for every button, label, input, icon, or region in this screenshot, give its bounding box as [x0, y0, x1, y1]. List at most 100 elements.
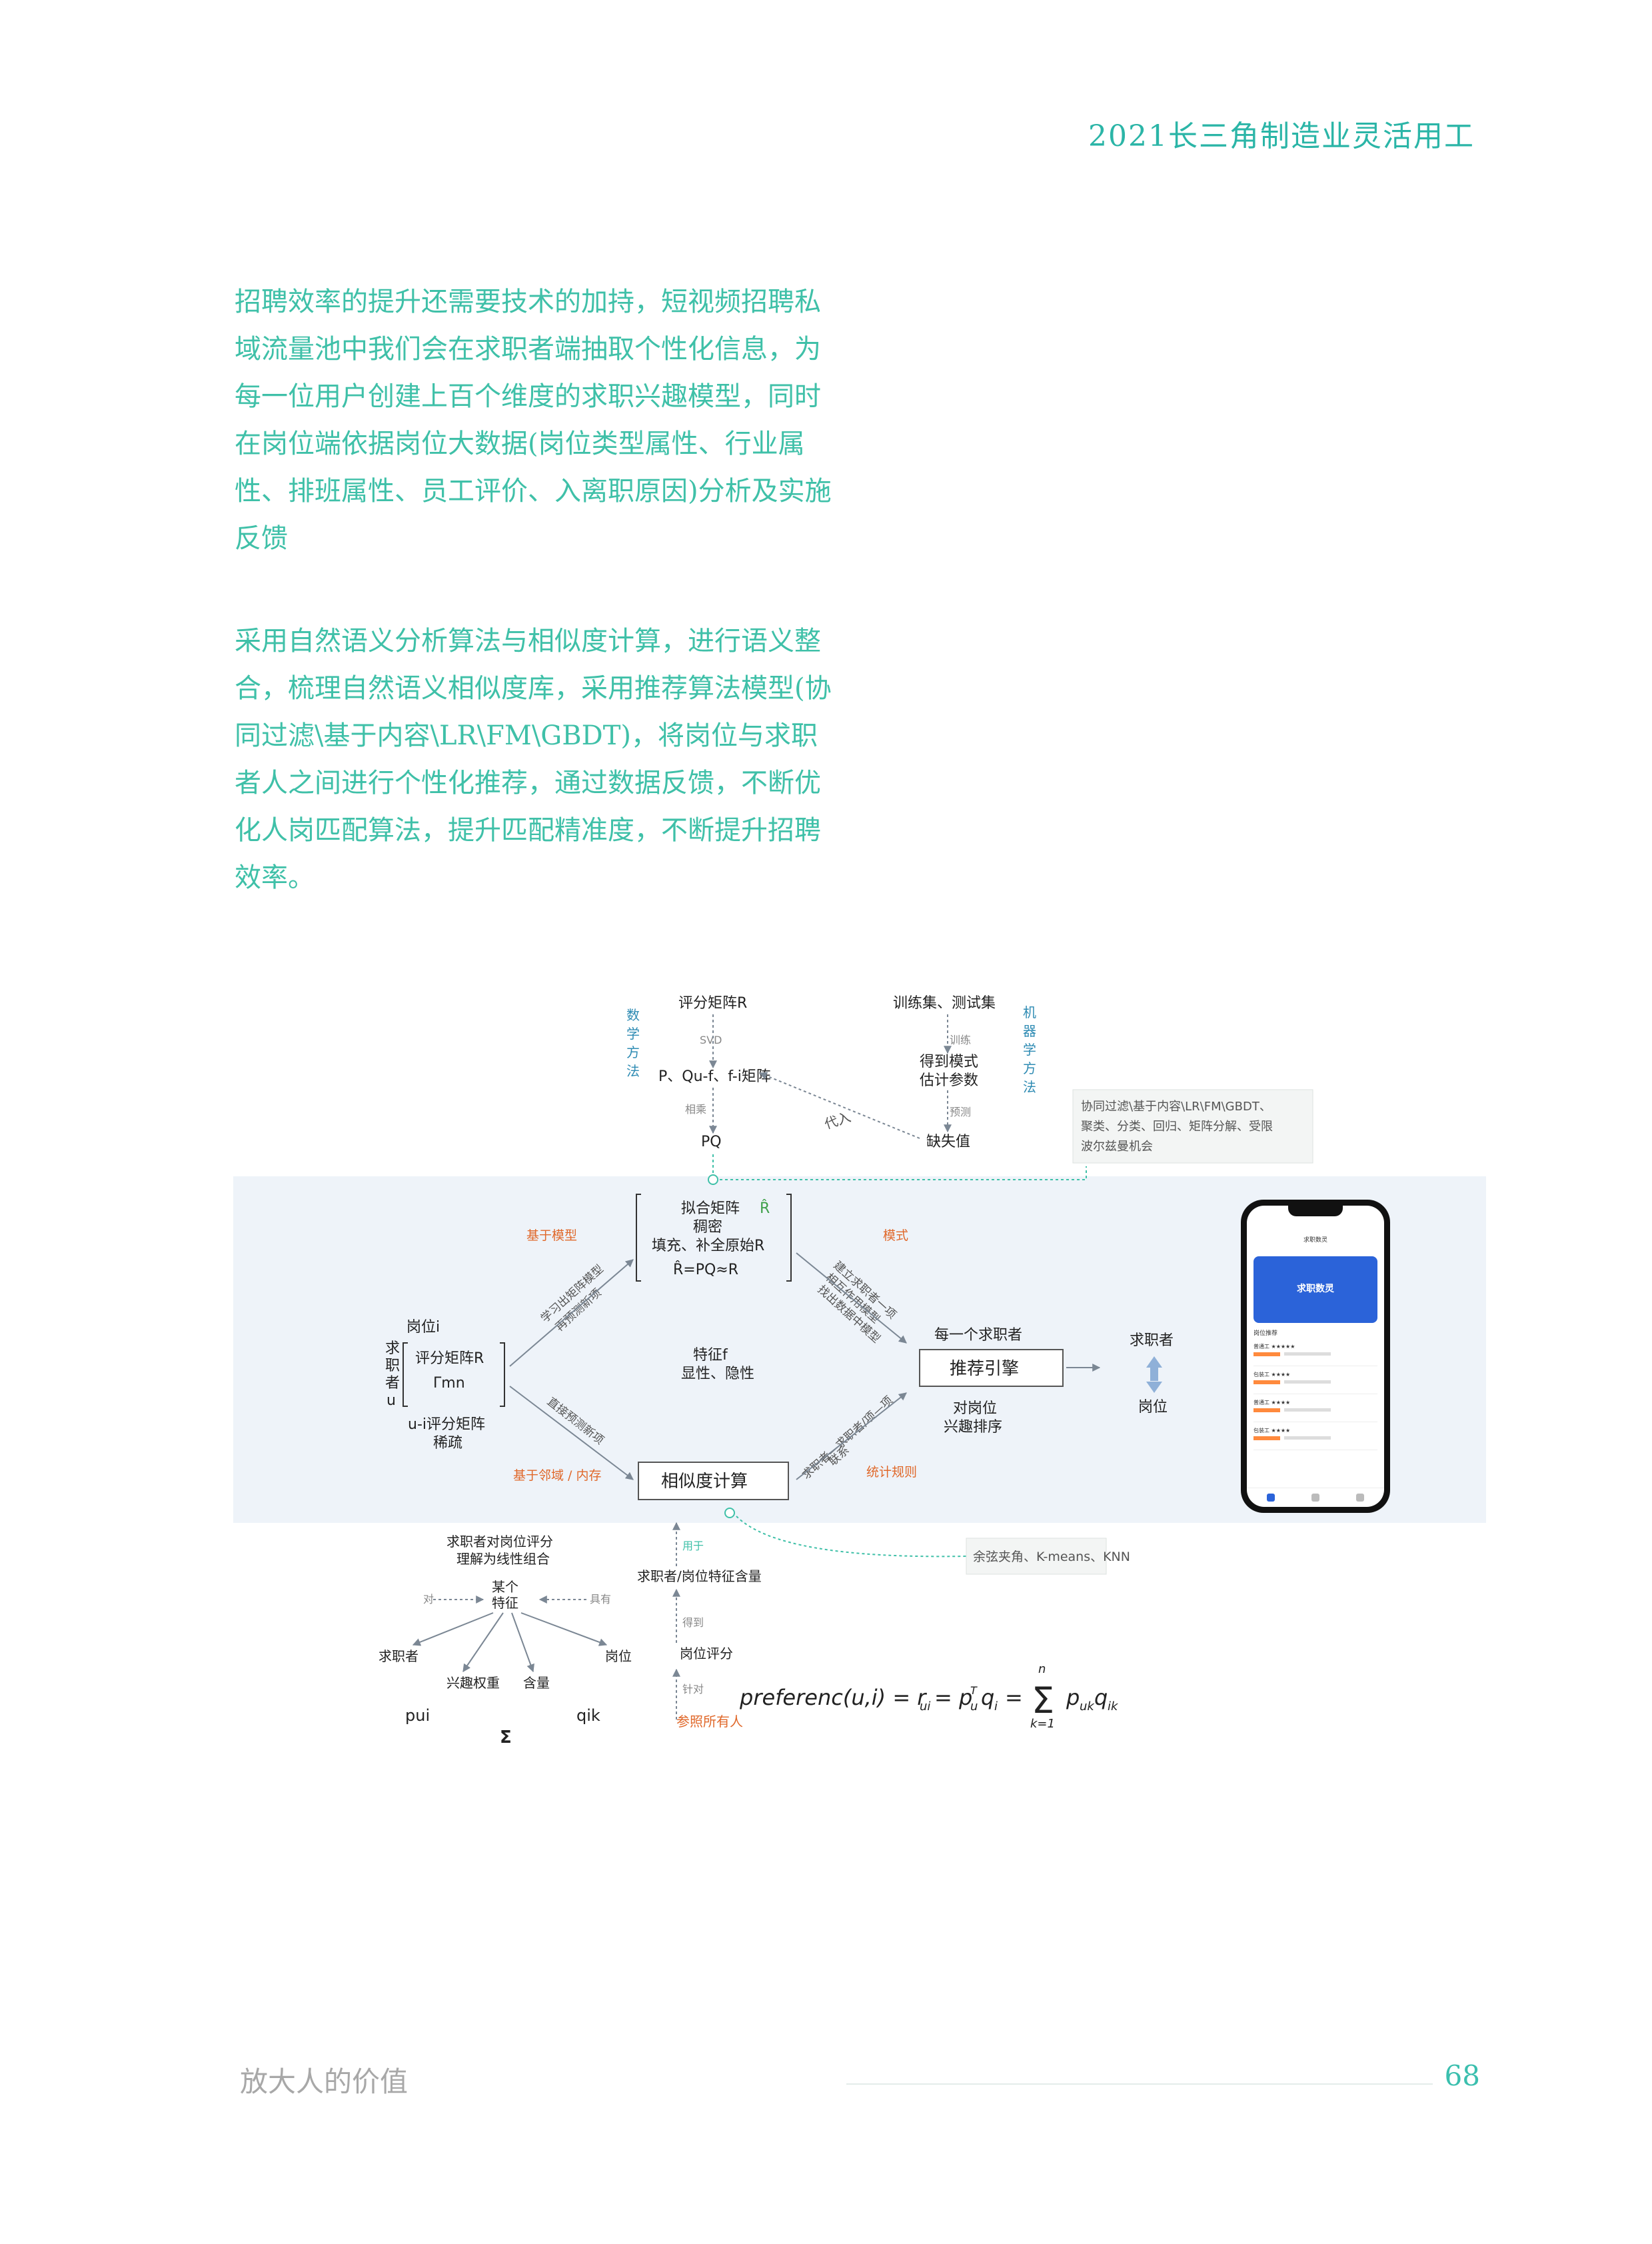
- cos-note: 余弦夹角、K-means、KNN: [973, 1550, 1130, 1564]
- job-label: 岗位: [1138, 1399, 1168, 1416]
- each-seeker-label: 每一个求职者: [934, 1327, 1022, 1344]
- some-2: 特征: [492, 1595, 518, 1611]
- sigma-label: Σ: [500, 1727, 512, 1747]
- some-1: 某个: [492, 1579, 518, 1595]
- right-method-2: 器: [1023, 1023, 1036, 1039]
- list-icon[interactable]: [1311, 1494, 1319, 1502]
- ml-note-2: 聚类、分类、回归、矩阵分解、受限: [1081, 1120, 1273, 1134]
- left-method-1: 数: [626, 1007, 640, 1023]
- stat-rule-label: 统计规则: [866, 1465, 917, 1480]
- svg-text:T: T: [970, 1684, 978, 1697]
- explicit-label: 显性、隐性: [681, 1366, 754, 1382]
- similarity-box: [638, 1462, 789, 1500]
- page-number: 68: [1444, 2059, 1480, 2092]
- preference-formula: preferenc(u,i) = r ui = p u T q i = Σ n …: [739, 1662, 1119, 1731]
- rmn-label: Γmn: [433, 1375, 465, 1392]
- phone-section-title: 岗位推荐: [1253, 1330, 1278, 1337]
- seeker-u-2: 职: [385, 1358, 400, 1374]
- svg-text:preferenc(u,i) = r: preferenc(u,i) = r: [739, 1685, 927, 1710]
- multiply-label: 相乘: [685, 1103, 706, 1116]
- row-detail: [1284, 1436, 1331, 1440]
- rec-engine-box: [919, 1349, 1064, 1387]
- based-model-label: 基于模型: [526, 1228, 577, 1243]
- salary-badge: [1253, 1408, 1280, 1412]
- pq-label: PQ: [701, 1134, 722, 1150]
- phone-screen: 求职数灵 求职数灵 岗位推荐 普通工 ★★★★★ 包装工 ★★★★ 普通工 ★★…: [1247, 1206, 1384, 1507]
- right-method-3: 学: [1023, 1042, 1036, 1058]
- content-label: 含量: [523, 1675, 550, 1691]
- ml-note-3: 波尔兹曼机会: [1081, 1140, 1153, 1154]
- model-params-1: 得到模式: [920, 1054, 978, 1070]
- phone-nav: [1247, 1488, 1384, 1507]
- to-label: 对: [423, 1593, 434, 1606]
- for-label: 针对: [682, 1683, 704, 1695]
- svg-text:q: q: [1094, 1685, 1108, 1710]
- ml-note-1: 协同过滤\基于内容\LR\FM\GBDT、: [1081, 1100, 1271, 1114]
- salary-badge: [1253, 1380, 1280, 1384]
- fit-3: 填充、补全原始R: [652, 1238, 764, 1254]
- fit-1: 拟合矩阵: [681, 1200, 740, 1217]
- interest-weight: 兴趣权重: [446, 1675, 500, 1691]
- svg-text:ui: ui: [920, 1699, 930, 1713]
- feature-content: 求职者/岗位特征含量: [637, 1568, 762, 1584]
- qik-label: qik: [576, 1706, 600, 1725]
- ui-matrix-label: u-i评分矩阵: [408, 1416, 485, 1433]
- svg-text:u: u: [970, 1699, 978, 1713]
- fit-2: 稠密: [693, 1219, 722, 1236]
- footer-slogan: 放大人的价值: [240, 2065, 409, 2098]
- rank-1: 对岗位: [953, 1400, 997, 1417]
- has-label: 具有: [590, 1593, 611, 1606]
- mode-label: 模式: [883, 1228, 908, 1243]
- bottom-1: 求职者对岗位评分: [446, 1534, 553, 1550]
- phone-app-title: 求职数灵: [1303, 1237, 1327, 1244]
- bottom-2: 理解为线性组合: [456, 1551, 550, 1567]
- right-method-1: 机: [1023, 1004, 1036, 1020]
- row-detail: [1284, 1352, 1331, 1356]
- user-icon[interactable]: [1356, 1494, 1364, 1502]
- row-detail: [1284, 1380, 1331, 1384]
- salary-badge: [1253, 1352, 1280, 1356]
- footer-divider: [846, 2083, 1433, 2085]
- home-icon[interactable]: [1267, 1494, 1275, 1502]
- seeker-u-4: u: [387, 1392, 396, 1409]
- r-hat: R̂: [760, 1200, 770, 1217]
- phone-row[interactable]: 普通工 ★★★★: [1253, 1395, 1377, 1422]
- score-r-label: 评分矩阵R: [415, 1350, 484, 1367]
- right-method-4: 方: [1023, 1060, 1036, 1076]
- svg-text:p: p: [1066, 1685, 1080, 1710]
- pq-matrix-label: P、Qu-f、f-i矩阵: [658, 1068, 771, 1085]
- svg-text:= p: = p: [934, 1685, 972, 1710]
- phone-row[interactable]: 包装工 ★★★★: [1253, 1367, 1377, 1394]
- phone-row[interactable]: 包装工 ★★★★: [1253, 1423, 1377, 1450]
- svd-label: SVD: [700, 1034, 722, 1046]
- sparse-label: 稀疏: [433, 1435, 462, 1452]
- train-test-label: 训练集、测试集: [893, 995, 996, 1012]
- left-method-3: 方: [626, 1044, 640, 1060]
- score-matrix-label: 评分矩阵R: [678, 995, 747, 1012]
- similarity-label: 相似度计算: [661, 1472, 748, 1492]
- phone-mockup: 求职数灵 求职数灵 岗位推荐 普通工 ★★★★★ 包装工 ★★★★ 普通工 ★★…: [1241, 1200, 1390, 1513]
- left-method-4: 法: [626, 1063, 640, 1079]
- job-score: 岗位评分: [680, 1646, 733, 1662]
- svg-text:Σ: Σ: [1032, 1680, 1054, 1721]
- salary-badge: [1253, 1436, 1280, 1440]
- train-label: 训练: [950, 1034, 971, 1046]
- used-for-label: 用于: [682, 1540, 704, 1552]
- ml-note-box: [1072, 1089, 1313, 1164]
- job-i-label: 岗位i: [407, 1319, 440, 1336]
- fit-4: R̂=PQ≈R: [673, 1261, 738, 1278]
- right-method-5: 法: [1023, 1079, 1036, 1095]
- substitute-label: 代入: [822, 1109, 852, 1132]
- phone-notch: [1288, 1206, 1343, 1216]
- ref-all-label: 参照所有人: [676, 1713, 743, 1729]
- phone-row[interactable]: 普通工 ★★★★★: [1253, 1339, 1377, 1366]
- paragraph-2: 采用自然语义分析算法与相似度计算，进行语义整合，梳理自然语义相似度库，采用推荐算…: [235, 626, 832, 893]
- paragraph-1: 招聘效率的提升还需要技术的加持，短视频招聘私域流量池中我们会在求职者端抽取个性化…: [235, 287, 832, 554]
- phone-banner-title: 求职数灵: [1297, 1284, 1334, 1294]
- based-neighbor-label: 基于邻域 / 内存: [513, 1468, 601, 1483]
- svg-text:n: n: [1038, 1662, 1046, 1676]
- model-params-2: 估计参数: [920, 1072, 978, 1089]
- seeker-u-3: 者: [385, 1375, 400, 1392]
- seeker-label: 求职者: [1130, 1332, 1174, 1349]
- phone-row-title: 包装工 ★★★★: [1253, 1428, 1291, 1434]
